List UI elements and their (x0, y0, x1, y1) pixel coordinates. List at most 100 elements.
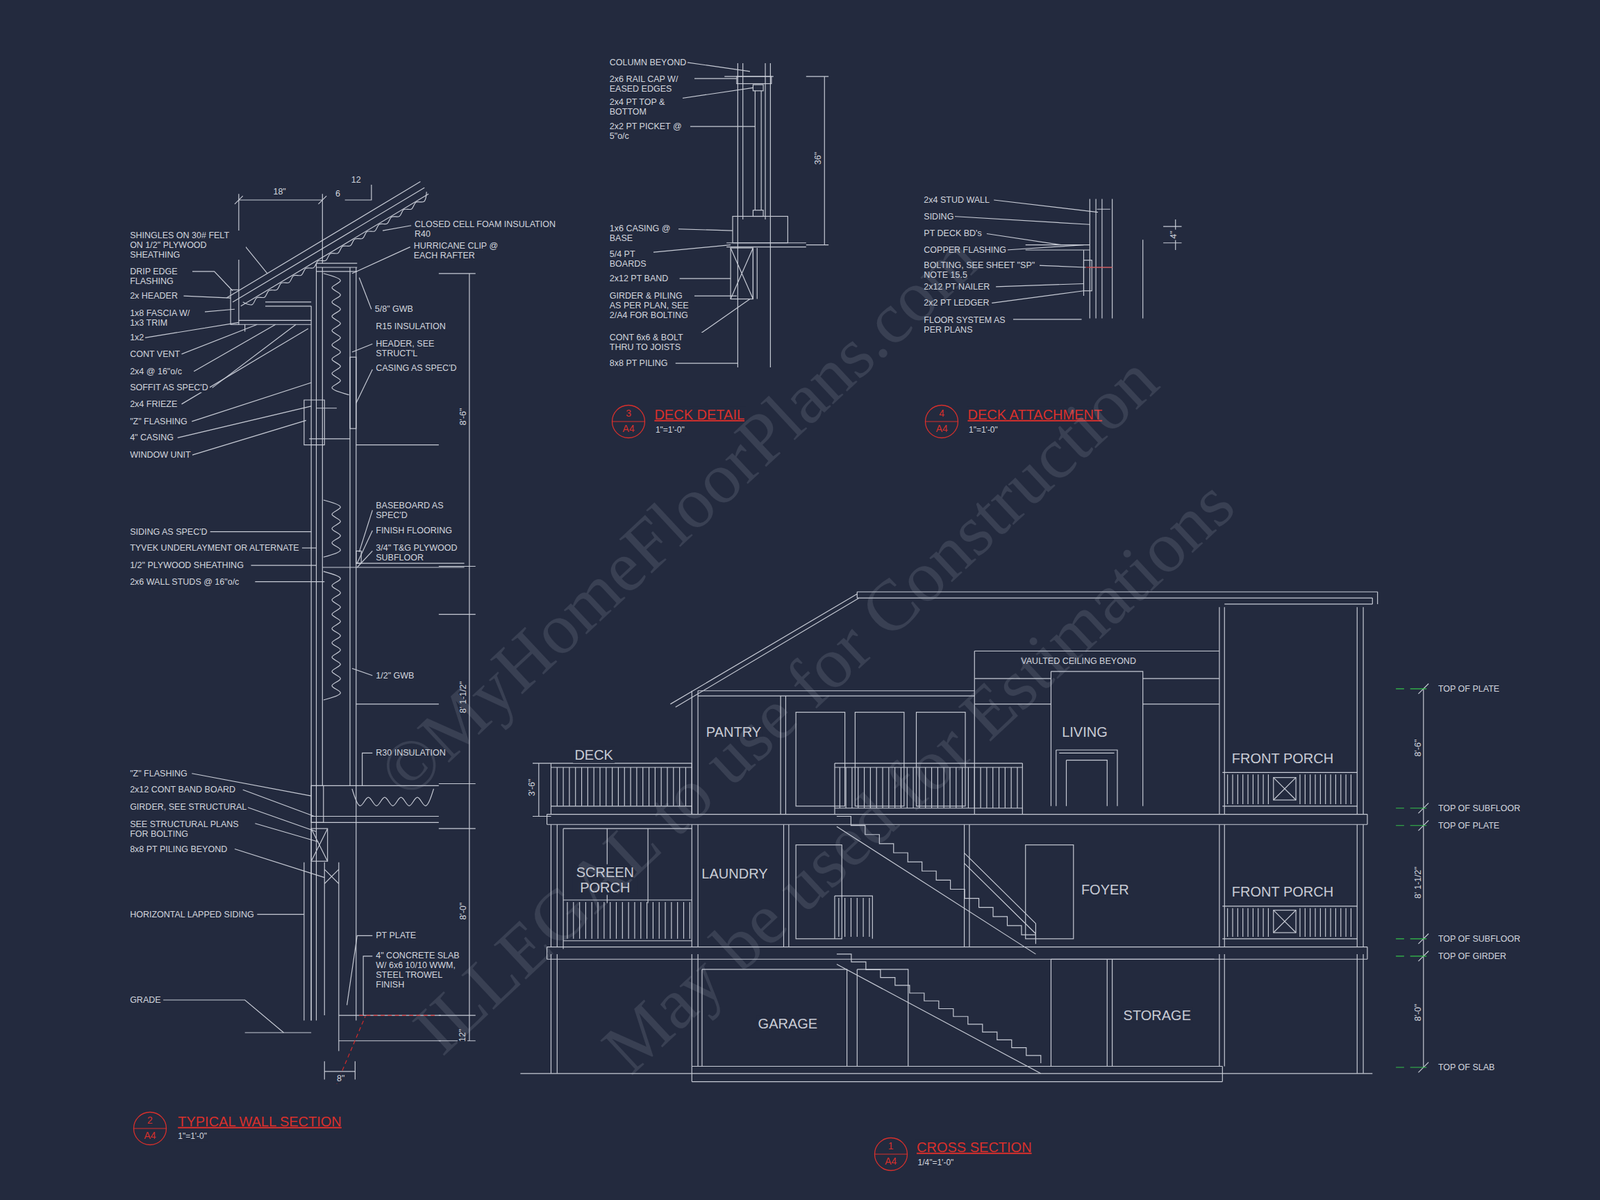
dimension-label: 3'-6" (527, 777, 537, 798)
detail-callout-circle: 3A4 (611, 404, 646, 439)
callout-label: SIDING AS SPEC'D (128, 527, 209, 537)
leader-line (995, 283, 1084, 287)
callout-label: WINDOW UNIT (128, 450, 192, 460)
roof-insulation (243, 191, 427, 305)
leader-line (986, 233, 1062, 245)
callout-label: TOP OF SLAB (1436, 1062, 1497, 1073)
leader-line (359, 510, 373, 553)
dimension-label: 8'-0" (1413, 1002, 1423, 1023)
leader-line (352, 668, 373, 675)
callout-label: 2x6 RAIL CAP W/ EASED EDGES (608, 74, 695, 94)
leader-line (302, 547, 317, 548)
callout-label: COLUMN BEYOND (608, 57, 688, 68)
stair-steps (836, 954, 1041, 1064)
baluster-set (1227, 774, 1269, 805)
callout-label: 1x6 CASING @ BASE (608, 223, 679, 244)
stair-stringer (836, 964, 1041, 1074)
dimension-label: 4" (1168, 229, 1179, 240)
detail-callout-circle: 2A4 (132, 1111, 168, 1146)
leader-line (695, 299, 750, 337)
callout-label: 4" CASING (128, 432, 175, 443)
leader-line (1004, 318, 1082, 320)
baluster-set (1227, 908, 1269, 937)
callout-number: A4 (884, 1156, 897, 1167)
callout-label: HURRICANE CLIP @ EACH RAFTER (412, 240, 510, 261)
leader-line (359, 277, 372, 310)
leader-line (193, 324, 276, 372)
callout-label: BASEBOARD AS SPEC'D (374, 500, 451, 521)
callout-label: DRIP EDGE FLASHING (128, 266, 193, 287)
callout-label: 12 (350, 175, 363, 185)
callout-label: 5/8" GWB (373, 304, 415, 314)
callout-label: 3/4" T&G PLYWOOD SUBFLOOR (374, 543, 469, 563)
detail-title: TYPICAL WALL SECTION (176, 1113, 344, 1130)
callout-label: CONT VENT (128, 349, 182, 360)
leader-line (234, 849, 325, 878)
callout-label: 2x4 STUD WALL (922, 195, 991, 205)
callout-label: FINISH FLOORING (374, 525, 454, 536)
leader-line (645, 245, 731, 254)
detail-title: CROSS SECTION (915, 1138, 1034, 1155)
callout-number: A4 (936, 423, 948, 435)
leader-line (382, 225, 412, 231)
callout-number: 2 (147, 1115, 153, 1126)
callout-label: 1/2" GWB (374, 670, 416, 681)
callout-label: 2x6 WALL STUDS @ 16"o/c (128, 577, 241, 587)
room-label: FOYER (1079, 881, 1131, 898)
callout-label: 2x HEADER (128, 290, 180, 301)
callout-label: SIDING (922, 211, 955, 222)
leader-line (675, 363, 739, 364)
callout-label: PT PLATE (374, 930, 418, 941)
leader-line (183, 295, 231, 298)
leader-line (352, 247, 411, 274)
callout-label: 1/2" PLYWOOD SHEATHING (128, 560, 246, 571)
callout-label: SEE STRUCTURAL PLANS FOR BOLTING (128, 819, 246, 839)
callout-label: TOP OF SUBFLOOR (1436, 803, 1522, 814)
callout-label: HEADER, SEE STRUCT'L (374, 338, 445, 359)
room-label: STORAGE (1122, 1007, 1193, 1023)
callout-label: 2x12 CONT BAND BOARD (128, 784, 237, 795)
callout-label: TYVEK UNDERLAYMENT OR ALTERNATE (128, 543, 301, 553)
leader-line (1006, 245, 1085, 250)
leader-line (993, 200, 1098, 213)
callout-label: CONT 6x6 & BOLT THRU TO JOISTS (608, 332, 709, 353)
leader-line (256, 913, 305, 915)
callout-label: 2x4 FRIEZE (128, 399, 179, 410)
callout-label: 1x8 FASCIA W/ 1x3 TRIM (128, 308, 205, 328)
callout-label: 6 (334, 188, 342, 199)
callout-label: 18" (271, 186, 287, 197)
callout-label: SHINGLES ON 30# FELT ON 1/2" PLYWOOD SHE… (128, 230, 246, 260)
baluster-set (838, 897, 870, 937)
leader-line (254, 581, 325, 582)
leader-line (247, 806, 317, 832)
leader-line (363, 956, 373, 1016)
callout-number: A4 (143, 1130, 156, 1141)
callout-label: 5/4 PT BOARDS (608, 249, 655, 269)
leader-line (685, 62, 750, 72)
insulation-batt (323, 273, 350, 396)
callout-number: A4 (622, 423, 635, 435)
leader-line (163, 1000, 284, 1033)
leader-line (185, 271, 233, 291)
leader-line (200, 309, 235, 312)
callout-label: R15 INSULATION (374, 321, 448, 332)
scale-note: 1"=1'-0" (654, 425, 687, 435)
callout-label: 2x2 PT PICKET @ 5"o/c (608, 121, 691, 141)
detail-callout-circle: 1A4 (873, 1136, 909, 1172)
callout-label: HORIZONTAL LAPPED SIDING (128, 909, 256, 920)
callout-label: GIRDER & PILING AS PER PLAN, SEE 2/A4 FO… (608, 290, 695, 321)
leader-line (254, 823, 319, 842)
callout-label: CLOSED CELL FOAM INSULATION R40 (413, 219, 569, 239)
callout-number: 1 (888, 1140, 894, 1152)
room-label: LIVING (1060, 723, 1110, 739)
dimension-label: 8'-0" (458, 901, 469, 922)
leader-line (347, 935, 373, 1005)
leader-line (181, 324, 258, 355)
callout-label: CASING AS SPEC'D (374, 363, 458, 373)
leader-line (356, 369, 373, 403)
leader-line (177, 406, 312, 439)
callout-label: TOP OF SUBFLOOR (1436, 934, 1522, 944)
leader-line (679, 278, 731, 280)
leader-line (952, 216, 1090, 225)
room-label: FRONT PORCH (1230, 750, 1335, 766)
